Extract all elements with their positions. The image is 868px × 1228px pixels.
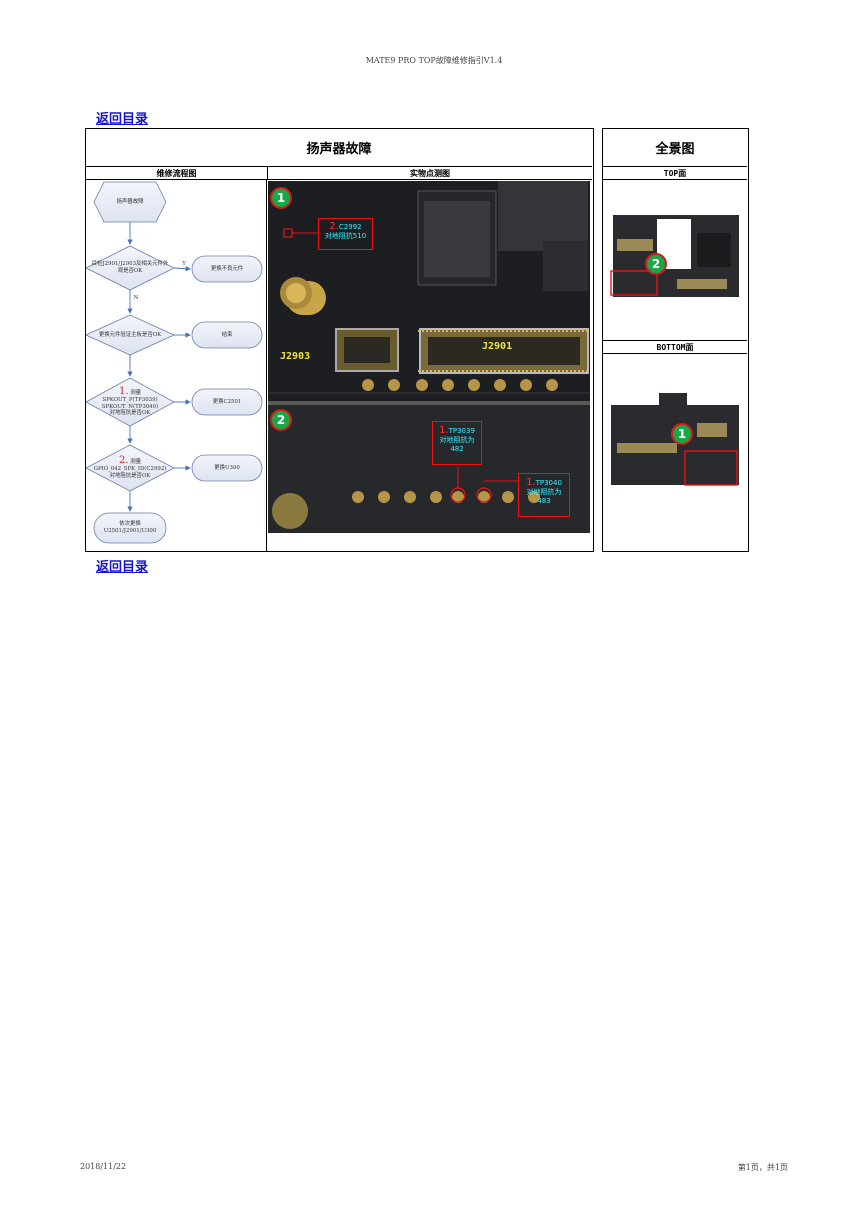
flow-result-4 xyxy=(191,454,263,482)
flow-end-text: 依次更换U2501/J2901/U300 xyxy=(103,521,157,534)
badge-1-photo: 1 xyxy=(270,187,292,209)
flow-result-4-text: 更换U300 xyxy=(214,464,240,471)
page-header: MATE9 PRO TOP故障维修指引V1.4 xyxy=(365,56,503,65)
flow-yes-label: Y xyxy=(182,260,186,267)
badge-2-top: 2 xyxy=(645,253,667,275)
badge-2-photo: 2 xyxy=(270,409,292,431)
badge-1-bottom: 1 xyxy=(671,423,693,445)
top-side-label: TOP面 xyxy=(603,166,747,180)
overview-title: 全景图 xyxy=(655,142,695,157)
column-header-measure: 实物点测图 xyxy=(267,166,592,180)
annotation-tp3040: 1.TP3040 对地阻抗为 483 xyxy=(518,473,570,517)
top-side-image: 2 xyxy=(607,209,743,303)
flow-start-text: 扬声器故障 xyxy=(116,198,144,205)
annotation-tp3039: 1.TP3039 对地阻抗为 482 xyxy=(432,421,482,465)
label-j2901: J2901 xyxy=(482,341,513,352)
bottom-side-label: BOTTOM面 xyxy=(603,340,747,354)
flow-decision-2-text: 更换元件验证主板是否OK xyxy=(98,331,162,338)
fault-table: 扬声器故障 维修流程图 实物点测图 xyxy=(85,128,594,552)
flow-result-1 xyxy=(191,255,263,283)
overview-table: 全景图 TOP面 2 BOTTOM面 1 xyxy=(602,128,749,552)
flow-result-2 xyxy=(191,321,263,349)
flow-result-1-text: 更换不良元件 xyxy=(210,265,244,272)
back-to-toc-link-bottom[interactable]: 返回目录 xyxy=(96,560,149,575)
footer-date: 2018/11/22 xyxy=(80,1162,127,1171)
flow-result-2-text: 结束 xyxy=(221,331,233,338)
flow-decision-3-text: 1. 测量 SPKOUT_P(TP3039) SPKOUT_N(TP3040) … xyxy=(101,386,159,417)
repair-flowchart: 扬声器故障 目检J2901/J2903及相关元件外观是否OK 更换不良元件 更换… xyxy=(86,180,266,550)
annotation-c2992: 2.C2992 对地阻抗510 xyxy=(318,218,373,250)
flow-decision-4-text: 2. 测量 GPIO_042_SPK_ID(C2992) 对地阻抗是否OK xyxy=(93,455,167,479)
table-title: 扬声器故障 xyxy=(306,142,372,157)
flow-start-shape xyxy=(93,181,167,223)
back-to-toc-link[interactable]: 返回目录 xyxy=(96,112,149,127)
pcb-measure-photo: 1 2 J2903 J2901 2.C2992 对地阻抗510 1.TP3039… xyxy=(268,181,590,533)
flow-no-label: N xyxy=(133,294,139,301)
footer-page: 第1页，共1页 xyxy=(737,1163,788,1172)
flow-end-shape xyxy=(93,512,167,544)
label-j2903: J2903 xyxy=(280,351,311,362)
column-header-flow: 维修流程图 xyxy=(86,166,267,180)
flow-decision-1-text: 目检J2901/J2903及相关元件外观是否OK xyxy=(91,261,169,274)
flow-result-3-text: 更换C2501 xyxy=(212,398,242,405)
flow-result-3 xyxy=(191,388,263,416)
bottom-side-image: 1 xyxy=(607,393,743,493)
